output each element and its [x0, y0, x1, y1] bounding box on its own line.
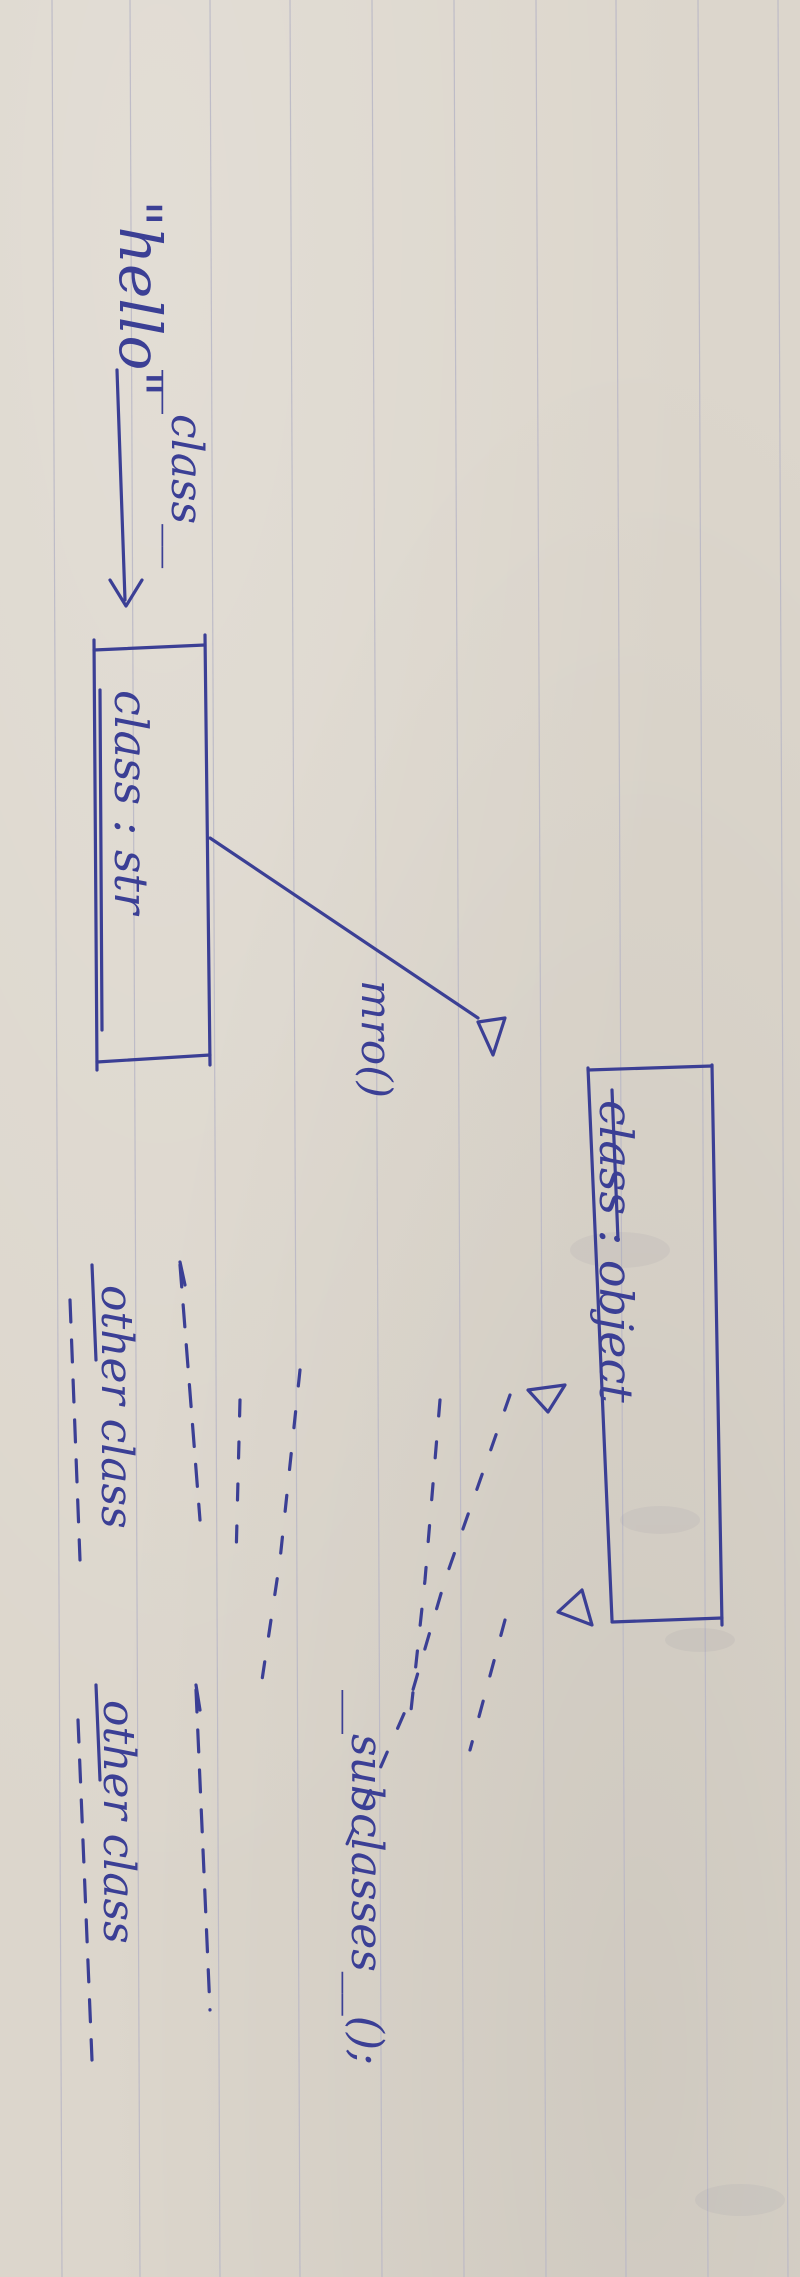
inheritance-triangle	[476, 1016, 507, 1057]
mro-label: mro()	[352, 980, 401, 1098]
other-class-label-2: other class	[93, 1700, 144, 1944]
str-class-box: class : str	[92, 633, 212, 1072]
inheritance-line	[208, 836, 480, 1020]
other-class-box-2: other class	[76, 1683, 212, 2062]
other-class-label-1: other class	[91, 1285, 142, 1529]
object-class-label: class : object	[589, 1100, 643, 1403]
other-class-box-1: other class	[68, 1260, 202, 1562]
str-class-label: class : str	[104, 690, 158, 917]
dashed-inheritance-lines	[234, 1368, 512, 1862]
object-class-box: class : object	[586, 1063, 724, 1627]
object-triangle-right	[556, 1588, 594, 1627]
rule-lines	[51, 0, 789, 2277]
subclasses-label: __subclasses__();	[341, 1690, 392, 2065]
class-arrow-line	[115, 368, 127, 602]
object-triangle-top	[526, 1383, 567, 1414]
hello-literal-label: "hello"	[106, 200, 174, 397]
class-arrow-head	[108, 578, 144, 608]
class-arrow-label: __class__	[161, 370, 212, 568]
